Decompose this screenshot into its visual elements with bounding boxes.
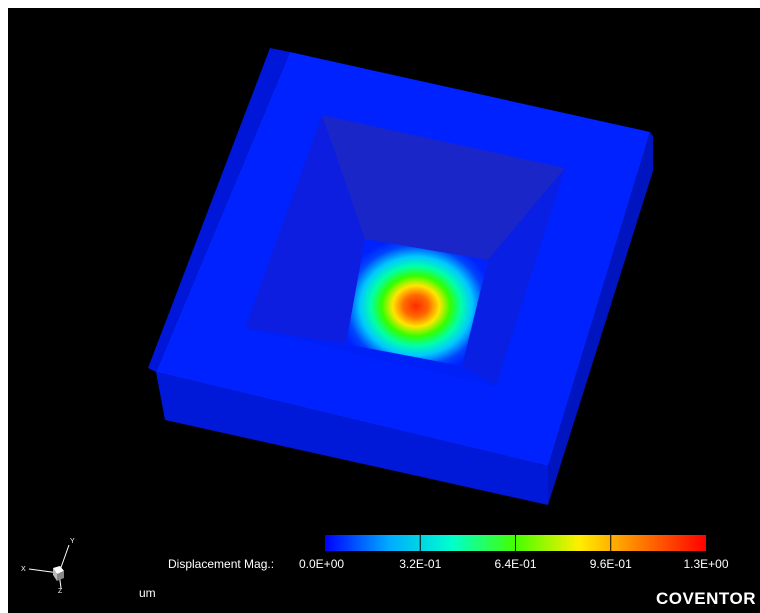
triad-cube-right <box>57 571 64 581</box>
legend-title: Displacement Mag.: <box>168 557 275 571</box>
legend-tick-label: 9.6E-01 <box>589 557 632 571</box>
cavity-bottom-wall <box>245 328 496 386</box>
3d-viewport[interactable]: Displacement Mag.: 0.0E+00 3.2E-01 6.4E-01… <box>8 8 760 613</box>
legend-tick-label: 0.0E+00 <box>299 557 345 571</box>
cavity-right-wall <box>462 168 565 386</box>
legend-tick-label: 1.3E+00 <box>683 557 729 571</box>
triad-x-label: X <box>21 566 26 573</box>
coventor-logo: COVENTOR <box>655 589 756 608</box>
triad-cube-top <box>53 566 64 574</box>
frame-left-side <box>148 48 290 372</box>
legend-tick-label: 3.2E-01 <box>399 557 442 571</box>
triad-z-label: Z <box>58 588 63 593</box>
triad-y-label: Y <box>70 538 75 545</box>
cavity-left-wall <box>245 115 365 344</box>
orientation-triad-icon[interactable]: Y X Z <box>12 531 80 593</box>
frame-front-face <box>156 372 548 505</box>
model-view[interactable] <box>8 8 760 613</box>
units-label: um <box>139 586 156 600</box>
frame-right-face <box>548 132 653 505</box>
cavity-top-wall <box>322 115 565 260</box>
displacement-contour <box>346 239 488 366</box>
triad-cube-left <box>53 568 57 581</box>
legend-tick-label: 6.4E-01 <box>494 557 537 571</box>
color-scale-bar <box>325 535 706 551</box>
